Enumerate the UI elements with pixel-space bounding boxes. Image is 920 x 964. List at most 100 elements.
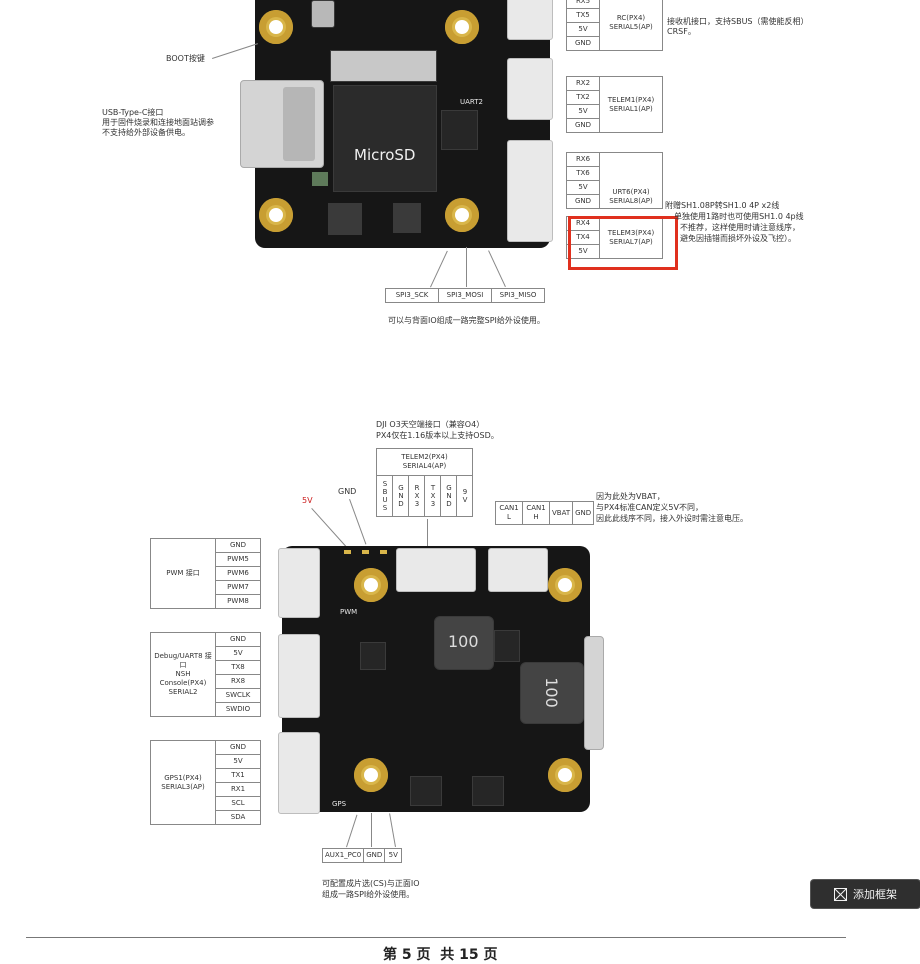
aux-note-2: 组成一路SPI给外设使用。 [322, 890, 415, 899]
aux-note-1: 可配置成片选(CS)与正面IO [322, 879, 420, 888]
pad [380, 550, 387, 554]
pointer-5v [311, 508, 347, 548]
imu2-chip [393, 203, 421, 233]
aux-pointer [389, 813, 396, 847]
inductor-2-label: 100 [541, 677, 561, 708]
pin-cell: RX5 [566, 0, 600, 9]
pin-cell: RX6 [566, 152, 600, 167]
mount-hole [259, 198, 293, 232]
pin-cell: SCL [215, 796, 261, 811]
pin-cell: RX2 [566, 76, 600, 91]
pointer-telem2 [427, 519, 428, 549]
add-frame-label: 添加框架 [853, 888, 897, 901]
pin-cell: 9V [456, 475, 473, 517]
spi-pin: SPI3_MISO [491, 288, 545, 303]
pin-cell: 5V [215, 646, 261, 661]
pin-cell: GND [566, 194, 600, 209]
pin-cell: TX8 [215, 660, 261, 675]
sh-note-4: 避免因插错而损坏外设及飞控）。 [680, 234, 796, 243]
vbat-note-1: 因为此处为VBAT， [596, 492, 665, 501]
telem3-pin-table: RX4 TELEM3(PX4) SERIAL7(AP) TX4 5V [566, 216, 663, 259]
pin-cell: TX1 [215, 768, 261, 783]
mount-hole [354, 568, 388, 602]
aux-pointer [346, 814, 358, 848]
pwm-name: PWM 接口 [150, 538, 216, 609]
telem1-pin-table: RX2 TELEM1(PX4) SERIAL1(AP) TX2 5V GND [566, 76, 663, 133]
debug-name: Debug/UART8 接口 NSH Console(PX4) SERIAL2 [150, 632, 216, 717]
pin-cell: TX3 [424, 475, 441, 517]
pointer-gnd [349, 499, 367, 545]
pin-cell: CAN1 L [495, 501, 523, 525]
pin-cell: GND [392, 475, 409, 517]
pin-cell: GND [566, 36, 600, 51]
pin-cell: TX2 [566, 90, 600, 105]
silk-pwm: PWM [340, 608, 358, 616]
gps-name: GPS1(PX4) SERIAL3(AP) [150, 740, 216, 825]
inductor-1: 100 [434, 616, 494, 670]
pin-cell: GND [215, 538, 261, 553]
debug-pin-table: Debug/UART8 接口 NSH Console(PX4) SERIAL2 … [150, 632, 261, 717]
spi-pin-table: SPI3_SCK SPI3_MOSI SPI3_MISO [385, 288, 545, 303]
add-frame-button[interactable]: 添加框架 [811, 880, 920, 908]
boot-pointer [212, 43, 258, 59]
usb-label-1: USB-Type-C接口 [102, 108, 164, 117]
ic-chip [410, 776, 442, 806]
inductor-2: 100 [520, 662, 584, 724]
pin-cell: GND [215, 740, 261, 755]
microsd-label: MicroSD [354, 146, 416, 164]
mount-hole [548, 758, 582, 792]
telem3-highlight [568, 216, 678, 270]
usb-c-port [584, 636, 604, 750]
page-footer: 第 5 页 共 15 页 [383, 947, 498, 963]
telem2-pin-table: TELEM2(PX4) SERIAL4(AP) SBUS GND RX3 TX3… [376, 448, 473, 517]
mount-hole [354, 758, 388, 792]
mcu-chip [441, 110, 478, 150]
label-5v: 5V [302, 496, 313, 505]
pin-cell: GND [566, 118, 600, 133]
label-gnd: GND [338, 487, 357, 496]
telem1-name: TELEM1(PX4) SERIAL1(AP) [599, 76, 663, 133]
pin-cell: 5V [566, 244, 600, 259]
mount-hole [445, 198, 479, 232]
microsd-slot: MicroSD [333, 85, 437, 192]
usb-label-3: 不支持给外部设备供电。 [102, 128, 190, 137]
rc-pin-table: RX5 RC(PX4) SERIAL5(AP) TX5 5V GND [566, 0, 663, 51]
pin-cell: AUX1_PC0 [321, 848, 365, 863]
pin-cell: 5V [215, 754, 261, 769]
pin-cell: 5V [566, 180, 600, 195]
silk-uart2: UART2 [460, 98, 483, 106]
pin-cell: GND [572, 501, 595, 525]
pin-cell: SWDIO [215, 702, 261, 717]
pin-cell: GND [363, 848, 386, 863]
pin-cell: SWCLK [215, 688, 261, 703]
spi-pointer [466, 247, 467, 287]
boot-button [311, 0, 335, 28]
pwm-pin-table: PWM 接口 GND PWM5 PWM6 PWM7 PWM8 [150, 538, 261, 609]
sh-note-1: 附赠SH1.08P转SH1.0 4P x2线 [665, 201, 780, 210]
imu-chip [328, 203, 362, 235]
urt6-pin-table: RX6 URT6(PX4) SERIAL8(AP) TX6 5V GND [566, 152, 663, 209]
pin-cell: 5V [566, 22, 600, 37]
connector-debug [278, 634, 320, 718]
mount-hole [445, 10, 479, 44]
dji-note-1: DJI O3天空端接口（兼容O4） [376, 420, 485, 429]
connector-pwm [278, 548, 320, 618]
can-pin-table: CAN1 L CAN1 H VBAT GND [495, 501, 595, 525]
ic-chip [472, 776, 504, 806]
usb-c-port [240, 80, 324, 168]
rc-name: RC(PX4) SERIAL5(AP) [599, 0, 663, 51]
ic-chip [494, 630, 520, 662]
pin-cell: RX1 [215, 782, 261, 797]
spi-pointer [488, 250, 506, 287]
pin-cell: 5V [566, 104, 600, 119]
frame-icon [834, 887, 847, 901]
aux-pointer [371, 813, 372, 847]
pin-cell: TX6 [566, 166, 600, 181]
footer-divider [26, 937, 846, 938]
rc-note-1: 接收机接口，支持SBUS（需使能反相） [667, 17, 809, 26]
aux-pin-table: AUX1_PC0 GND 5V [321, 848, 403, 863]
rc-note-2: CRSF。 [667, 27, 696, 36]
gps-pin-table: GPS1(PX4) SERIAL3(AP) GND 5V TX1 RX1 SCL… [150, 740, 261, 825]
vbat-note-3: 因此此线序不同，接入外设时需注意电压。 [596, 514, 748, 523]
mount-hole [259, 10, 293, 44]
